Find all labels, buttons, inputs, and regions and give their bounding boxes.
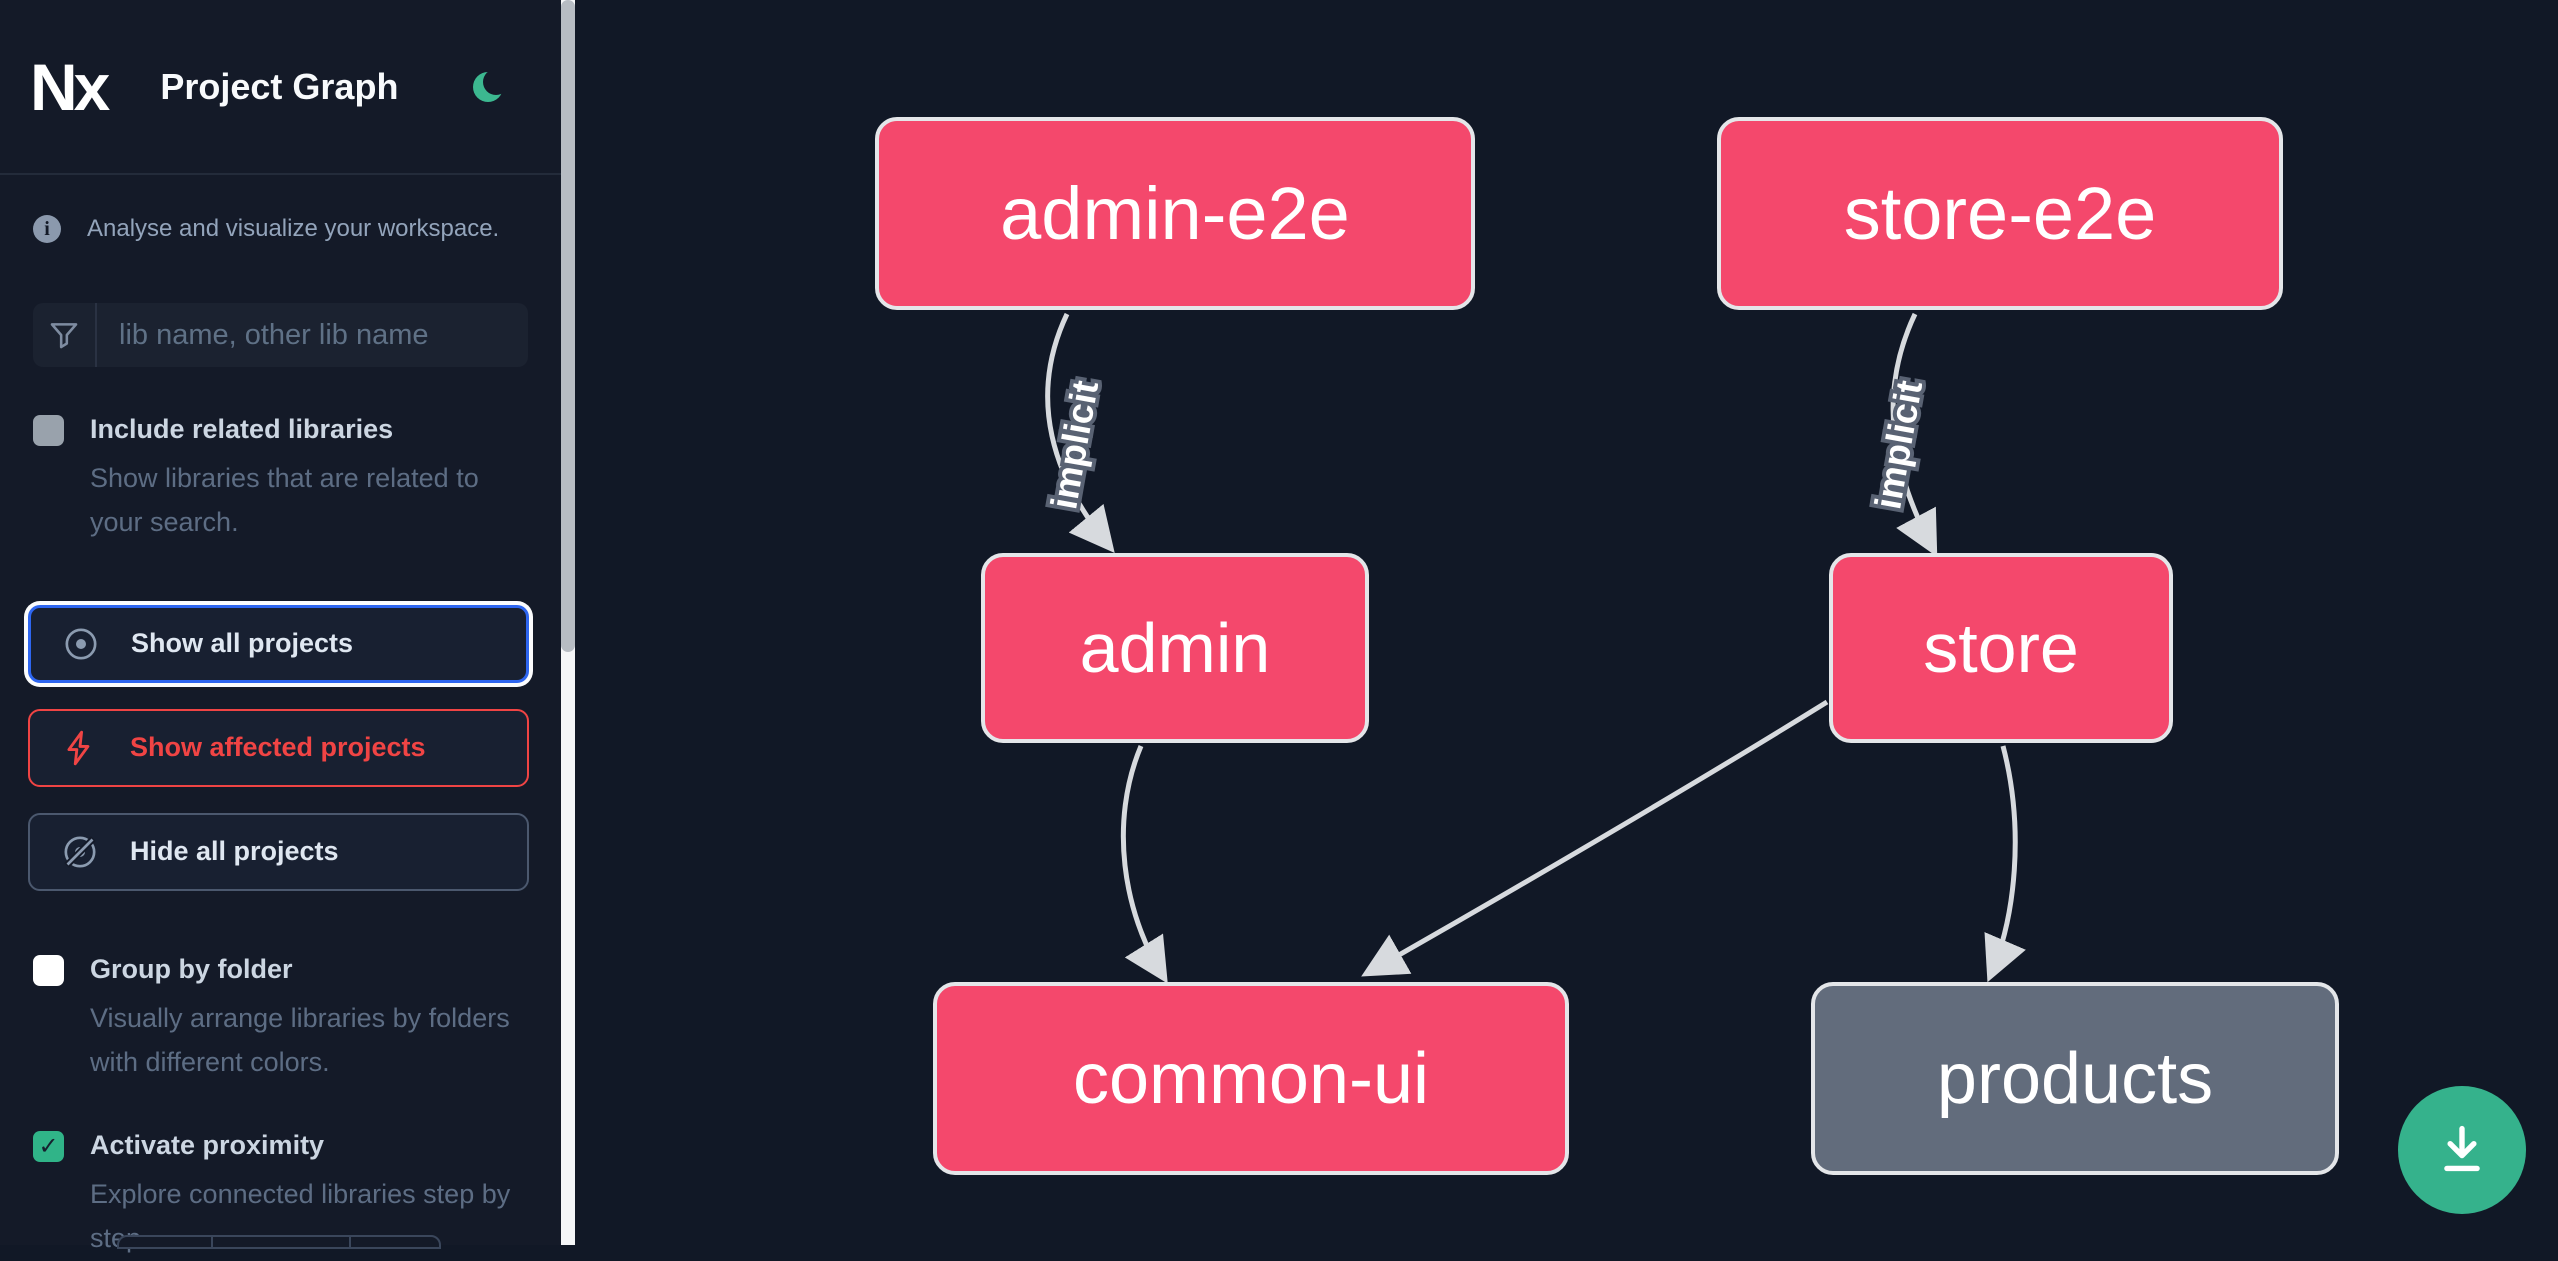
depth-value-segment <box>213 1237 351 1247</box>
edge-store-to-common-ui[interactable] <box>1361 699 1829 977</box>
project-node-common-ui[interactable]: common-ui <box>933 982 1569 1175</box>
edge-store-e2e-to-store[interactable] <box>1890 312 1938 557</box>
workspace-info: i Analyse and visualize your workspace. <box>0 215 561 243</box>
sidebar-header: Nx Project Graph <box>0 0 561 175</box>
download-graph-button[interactable] <box>2398 1086 2526 1214</box>
edge-label-store-e2e: implicit <box>1867 377 1930 512</box>
toggle-label: Group by folder <box>90 953 293 984</box>
toggle-label: Include related libraries <box>90 414 394 444</box>
show-affected-projects-button[interactable]: Show affected projects <box>28 708 529 787</box>
toggle-label: Activate proximity <box>90 1129 325 1160</box>
eye-off-icon <box>60 832 100 872</box>
project-node-admin-e2e[interactable]: admin-e2e <box>875 117 1475 310</box>
depth-decrement-segment[interactable] <box>119 1237 213 1247</box>
show-all-projects-button[interactable]: Show all projects <box>28 604 529 683</box>
button-label: Show affected projects <box>130 732 426 763</box>
filter-icon <box>33 303 97 367</box>
project-node-store-e2e[interactable]: store-e2e <box>1717 117 2283 310</box>
edge-admin-to-common-ui[interactable] <box>1120 745 1168 984</box>
edge-store-to-products[interactable] <box>1984 745 2026 983</box>
search-box <box>33 303 528 367</box>
tagline-text: Analyse and visualize your workspace. <box>87 215 500 242</box>
project-node-admin[interactable]: admin <box>981 553 1369 743</box>
search-input[interactable] <box>97 303 528 367</box>
download-icon <box>2434 1120 2490 1181</box>
sidebar: Nx Project Graph i Analyse and visualize… <box>0 0 561 1253</box>
eye-icon <box>61 624 101 664</box>
toggle-description: Show libraries that are related to your … <box>90 463 479 538</box>
sidebar-scrollbar-thumb[interactable] <box>561 0 575 652</box>
bolt-icon <box>60 728 100 768</box>
project-node-products[interactable]: products <box>1811 982 2339 1175</box>
edge-admin-e2e-to-admin[interactable] <box>1045 312 1115 553</box>
button-label: Show all projects <box>131 628 354 659</box>
moon-icon[interactable] <box>469 67 509 107</box>
toggle-description: Visually arrange libraries by folders wi… <box>90 1003 510 1077</box>
checkbox-activate-proximity[interactable]: ✓ <box>33 1130 64 1162</box>
hide-all-projects-button[interactable]: Hide all projects <box>28 812 529 891</box>
checkbox-group-by-folder[interactable] <box>33 954 64 986</box>
nx-logo: Nx <box>30 49 110 124</box>
info-icon: i <box>33 215 61 243</box>
button-label: Hide all projects <box>130 836 339 867</box>
proximity-depth-control[interactable] <box>117 1235 441 1249</box>
page-title: Project Graph <box>160 65 399 107</box>
project-node-store[interactable]: store <box>1829 553 2173 743</box>
checkbox-include-related-libraries[interactable] <box>33 415 64 446</box>
